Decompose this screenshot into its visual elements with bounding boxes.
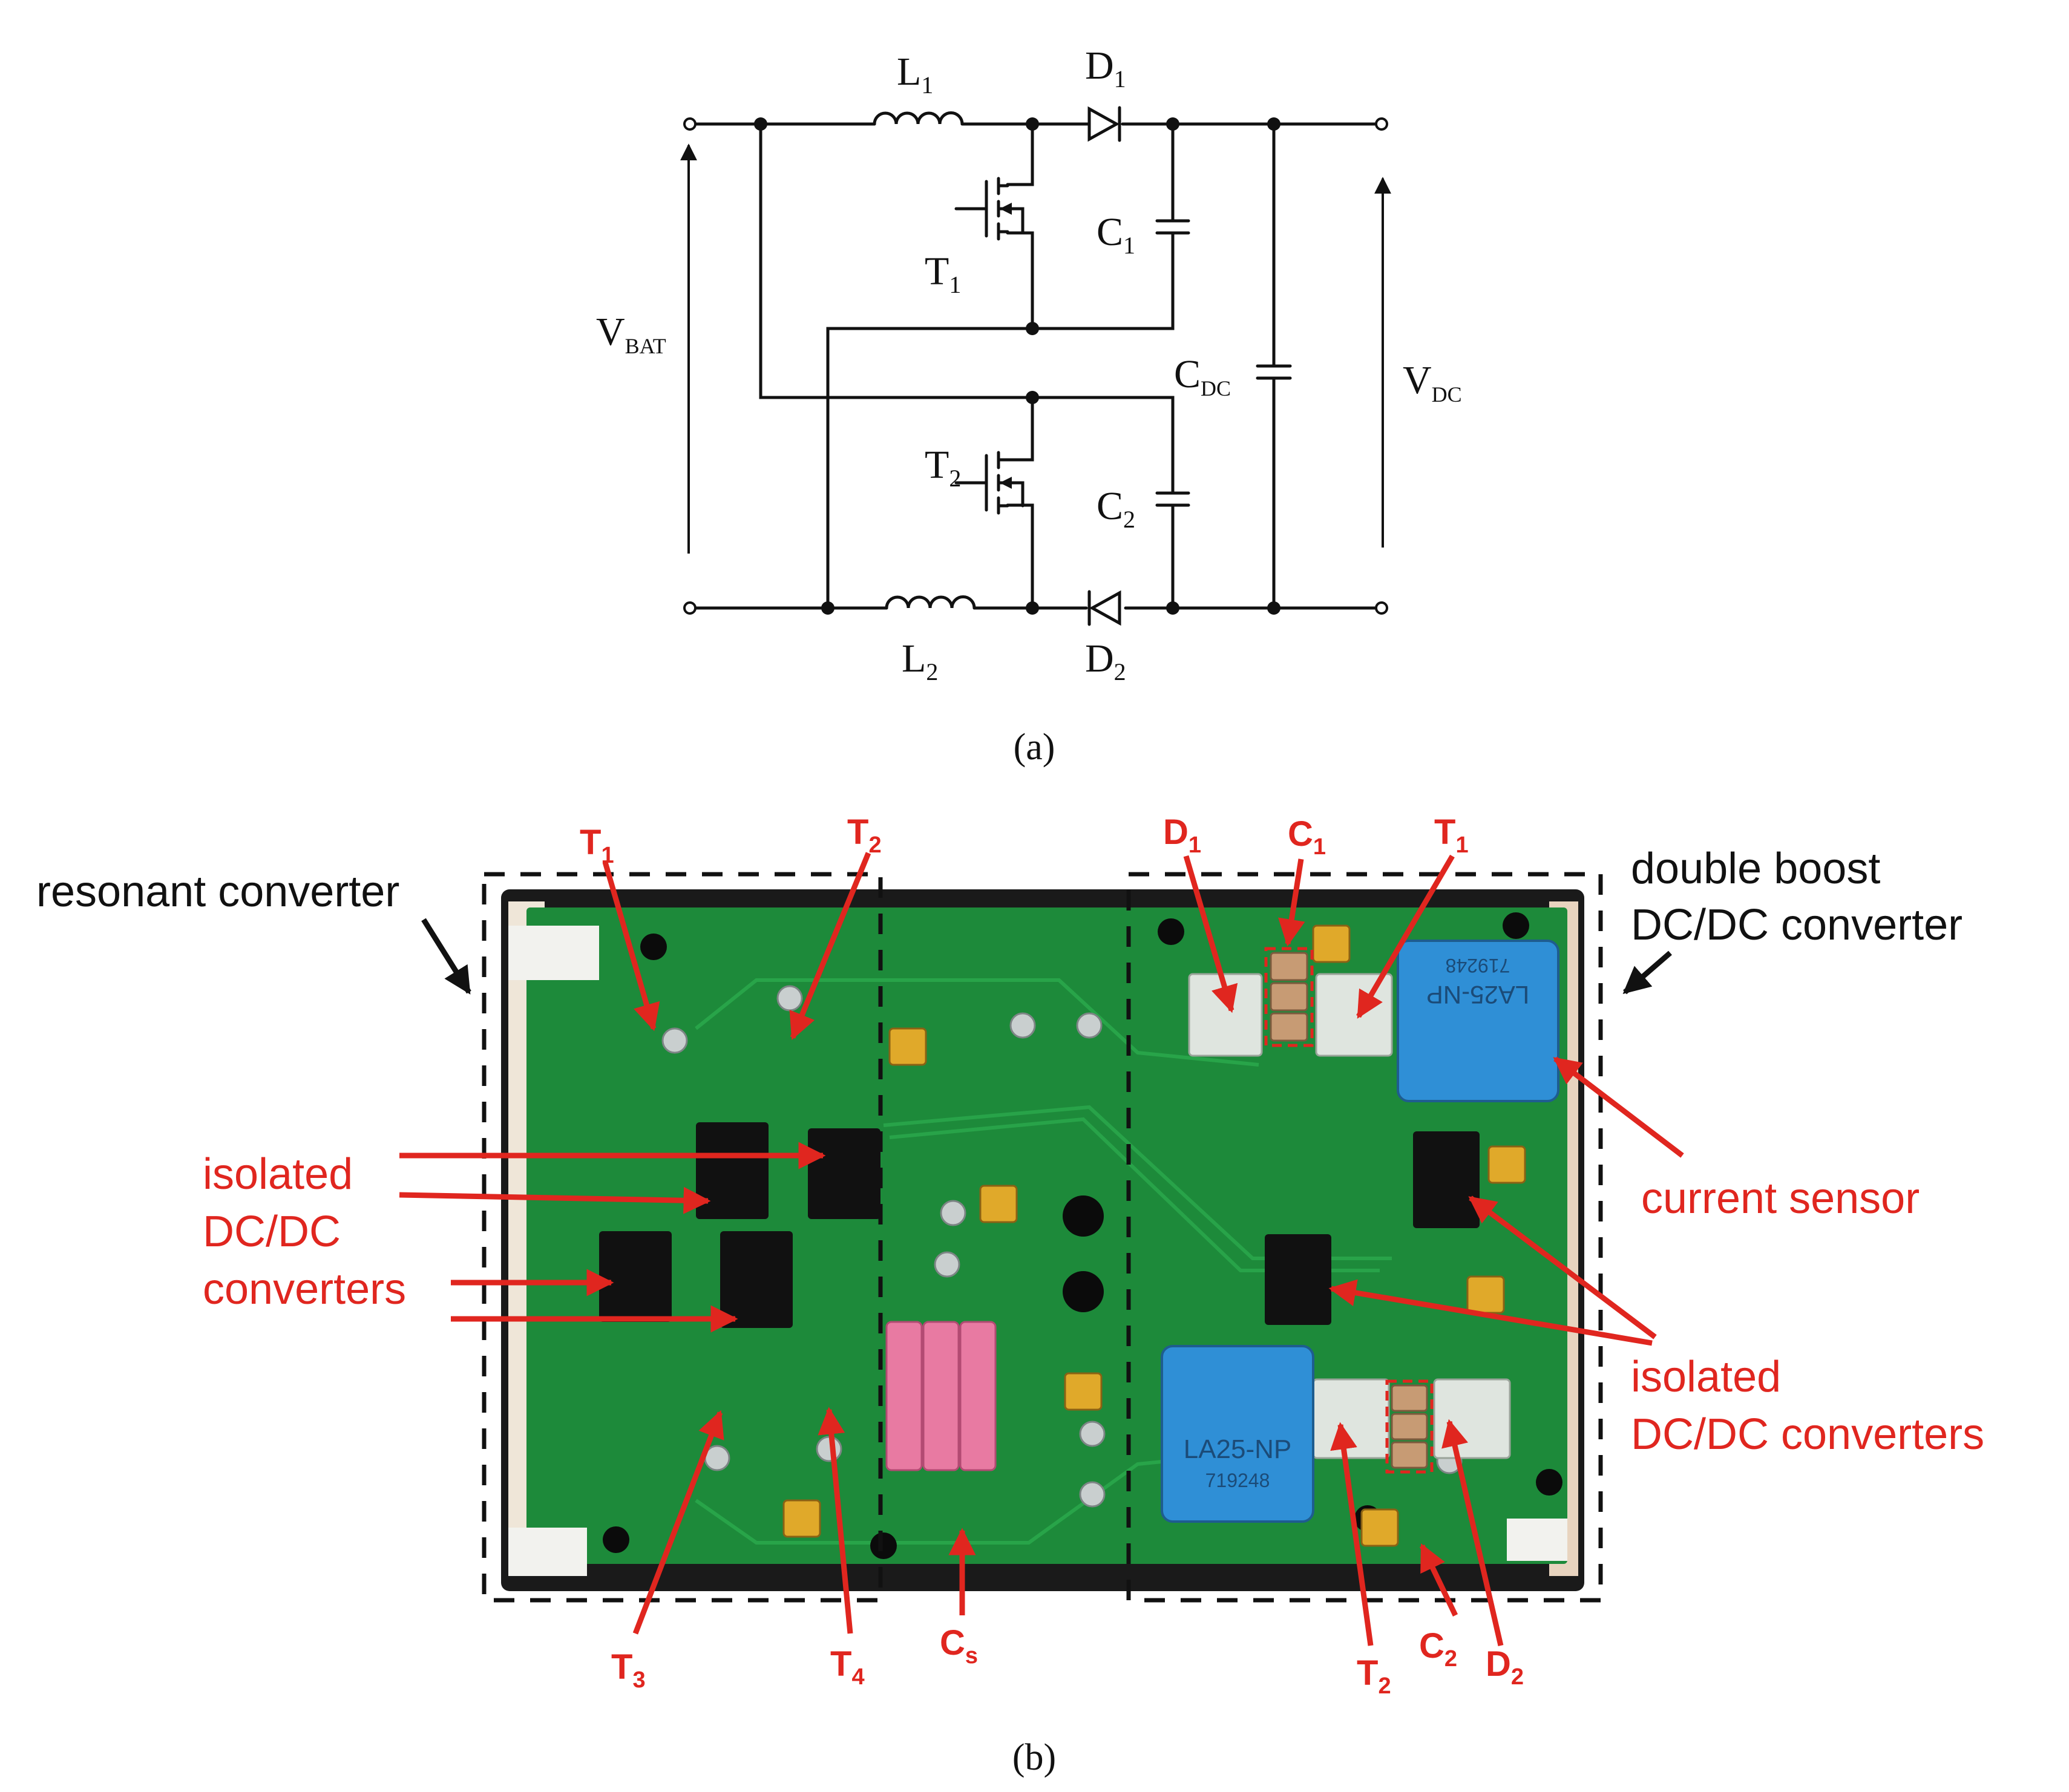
svg-text:719248: 719248 <box>1205 1470 1270 1491</box>
label-cdc: CDC <box>1174 352 1231 401</box>
tag-c2: C2 <box>1419 1626 1457 1672</box>
label-t2: T2 <box>925 443 961 492</box>
current-sensor-top: LA25-NP 719248 <box>1397 940 1559 1102</box>
caption-b: (b) <box>1012 1737 1056 1778</box>
capacitor-c1 <box>1155 216 1190 253</box>
junction-dots <box>754 117 1280 615</box>
capacitor-cdc <box>1256 352 1292 386</box>
label-d1: D1 <box>1085 44 1126 93</box>
label-double-boost-2: DC/DC converter <box>1631 901 1962 949</box>
schematic-wires <box>693 122 1379 610</box>
inductor-l2 <box>885 595 976 610</box>
photo-annotations: resonant converter double boost DC/DC co… <box>36 813 1984 1699</box>
inductor-l1 <box>873 111 964 126</box>
pcb-photo: LA25-NP 719248 LA25-NP 719248 <box>0 793 2069 1706</box>
svg-text:LA25-NP: LA25-NP <box>1426 981 1529 1009</box>
label-vdc: VDC <box>1403 358 1462 407</box>
tag-cs: Cs <box>940 1623 978 1669</box>
tag-t2-right: T2 <box>1357 1653 1391 1699</box>
label-d2: D2 <box>1085 636 1126 685</box>
caption-a: (a) <box>1014 727 1055 768</box>
label-l2: L2 <box>902 636 938 685</box>
mosfet-t2 <box>954 451 1025 515</box>
label-vbat: VBAT <box>596 310 666 358</box>
label-isolated-left-1: isolated <box>203 1150 353 1198</box>
capacitor-c2 <box>1155 476 1190 510</box>
diode-d2 <box>1087 590 1121 626</box>
schematic-diagram: L1 D1 T1 C1 VBAT CDC VDC T2 C2 L2 D2 <box>596 44 1462 685</box>
label-isolated-right-2: DC/DC converters <box>1631 1410 1984 1459</box>
svg-text:719248: 719248 <box>1446 955 1510 976</box>
diode-d1 <box>1087 106 1121 142</box>
tag-t4: T4 <box>830 1644 865 1690</box>
label-isolated-right-1: isolated <box>1631 1353 1781 1401</box>
tag-t3: T3 <box>611 1647 646 1693</box>
c1-highlight <box>1264 947 1314 1047</box>
resonant-converter-box <box>482 872 883 1603</box>
tag-d1: D1 <box>1163 813 1201 858</box>
mosfet-t1 <box>954 177 1025 241</box>
tag-c1: C1 <box>1288 814 1326 860</box>
label-current-sensor: current sensor <box>1641 1174 1920 1223</box>
label-c2: C2 <box>1097 484 1135 533</box>
tag-d2: D2 <box>1486 1644 1524 1690</box>
capacitor-cs-photo <box>885 1321 997 1471</box>
c2-highlight <box>1385 1379 1434 1474</box>
svg-text:LA25-NP: LA25-NP <box>1184 1434 1292 1464</box>
label-isolated-left-2: DC/DC <box>203 1208 341 1256</box>
label-l1: L1 <box>897 50 933 99</box>
label-c1: C1 <box>1097 210 1135 259</box>
label-isolated-left-3: converters <box>203 1265 406 1313</box>
current-sensor-bottom: LA25-NP 719248 <box>1161 1345 1314 1523</box>
tag-t1-right: T1 <box>1434 813 1469 858</box>
label-t1: T1 <box>925 249 961 298</box>
terminals <box>683 117 1388 615</box>
tag-t1-left: T1 <box>580 823 614 868</box>
label-double-boost-1: double boost <box>1631 845 1880 893</box>
label-resonant-converter: resonant converter <box>36 868 399 916</box>
tag-t2-left: T2 <box>847 813 882 858</box>
